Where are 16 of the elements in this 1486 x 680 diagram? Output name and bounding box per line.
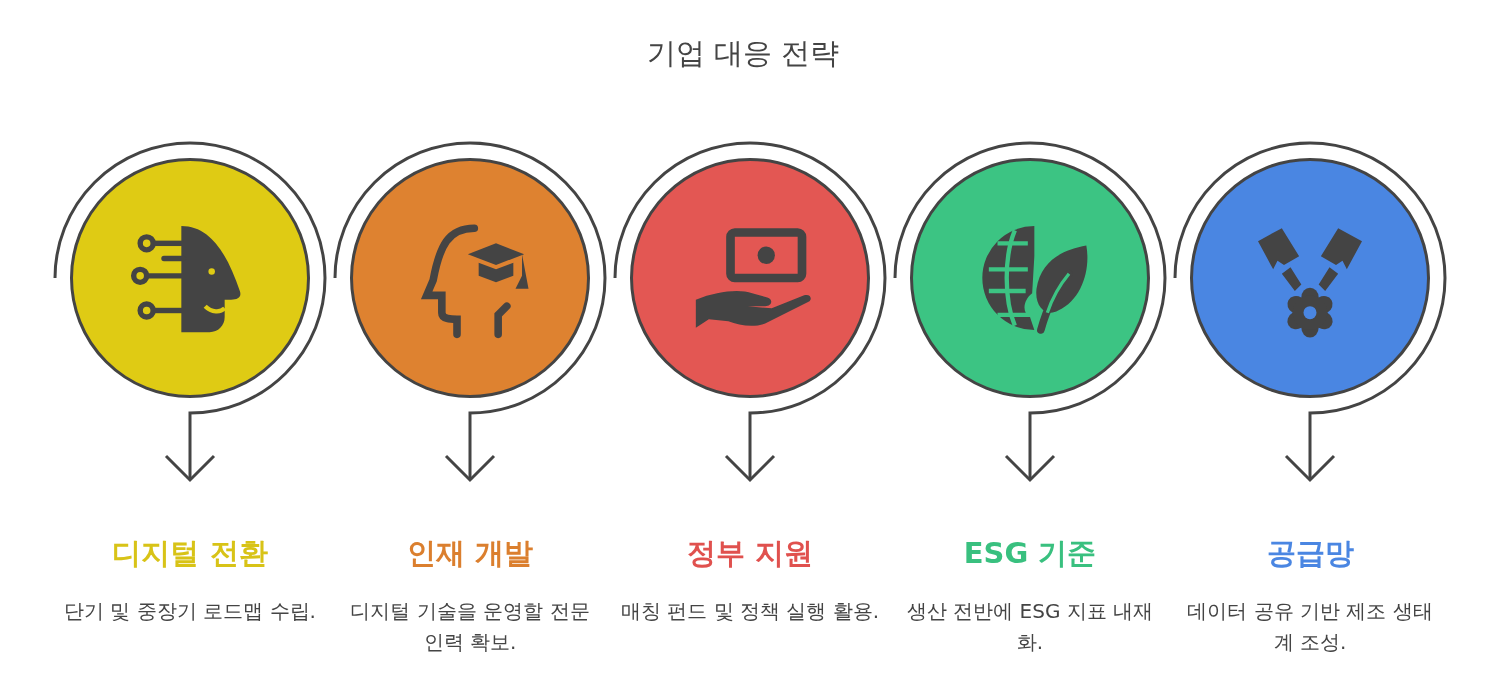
curved-arrow (1173, 141, 1447, 482)
diagram-title: 기업 대응 전략 (645, 35, 841, 72)
step-heading: 공급망 (1266, 535, 1354, 572)
step-heading: 정부 지원 (686, 535, 814, 572)
step-heading: 디지털 전환 (112, 535, 268, 572)
step-heading: ESG 기준 (963, 535, 1097, 572)
curved-arrow (53, 141, 327, 482)
curved-arrow (613, 141, 887, 482)
curved-arrow (893, 141, 1167, 482)
step-description: 생산 전반에 ESG 지표 내재화. (905, 598, 1155, 656)
curved-arrow (333, 141, 607, 482)
step-description: 단기 및 중장기 로드맵 수립. (63, 598, 317, 625)
step-description: 데이터 공유 기반 제조 생태계 조성. (1186, 598, 1434, 656)
step-description: 매칭 펀드 및 정책 실행 활용. (620, 598, 880, 625)
step-heading: 인재 개발 (406, 535, 534, 572)
step-description: 디지털 기술을 운영할 전문 인력 확보. (349, 598, 591, 656)
